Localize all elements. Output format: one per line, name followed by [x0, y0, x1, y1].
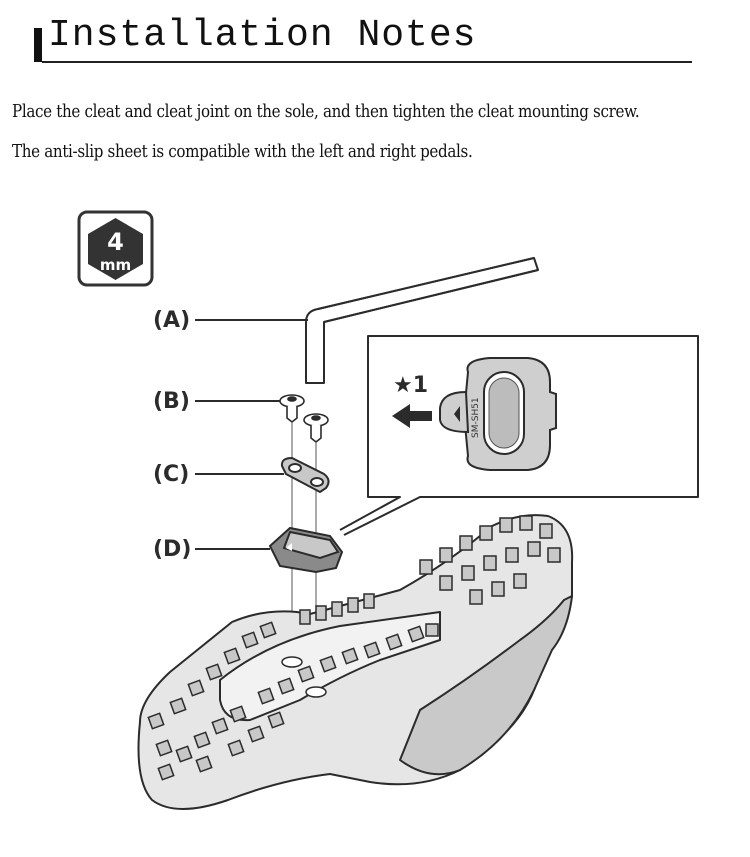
washer-plate — [280, 456, 330, 494]
instruction-line-1: Place the cleat and cleat joint on the s… — [12, 101, 640, 122]
part-labels: (A) (B) (C) (D) — [153, 308, 308, 562]
page-title: Installation Notes — [48, 14, 477, 57]
cleat-screws — [279, 394, 329, 444]
sole-cleat-slots — [281, 656, 327, 698]
instructions: Place the cleat and cleat joint on the s… — [12, 92, 640, 172]
label-d: (D) — [153, 537, 191, 562]
title-accent-bar — [34, 28, 42, 62]
cleat-model-label: SM-SH51 — [471, 397, 481, 438]
tool-size-number: 4 — [107, 228, 124, 256]
arrow-left-icon — [392, 404, 432, 428]
sole-tread — [147, 515, 561, 781]
cleat — [268, 526, 344, 574]
cleat-detail-callout: ★1 SM-SH51 — [339, 335, 699, 536]
title-divider — [42, 61, 692, 63]
tool-size-unit: mm — [100, 256, 131, 274]
label-a: (A) — [153, 308, 190, 333]
label-c: (C) — [153, 462, 189, 487]
instruction-line-2: The anti-slip sheet is compatible with t… — [12, 141, 473, 162]
note-marker: ★1 — [393, 373, 428, 398]
tool-size-badge: 4 mm — [77, 210, 154, 287]
label-b: (B) — [153, 389, 190, 414]
hex-key-icon — [88, 218, 143, 280]
cleat-detail: SM-SH51 — [439, 357, 557, 471]
